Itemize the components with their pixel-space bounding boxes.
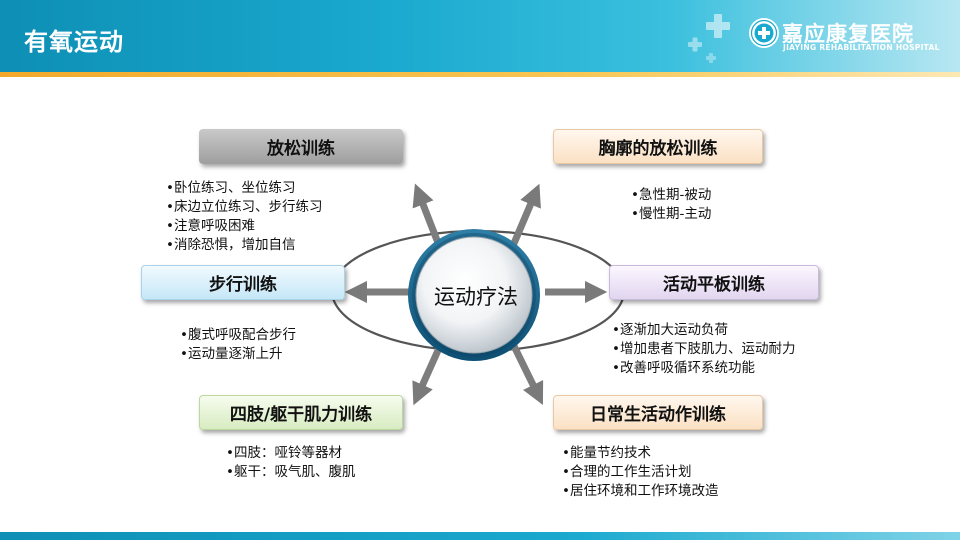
list-item: 慢性期-主动 [631, 205, 711, 224]
header-accent-line [0, 72, 960, 77]
list-item: 能量节约技术 [562, 444, 718, 463]
chest-training-bullets: 急性期-被动 慢性期-主动 [631, 186, 711, 224]
node-treadmill-training: 活动平板训练 [609, 265, 819, 300]
daily-training-bullets: 能量节约技术 合理的工作生活计划 居住环境和工作环境改造 [562, 444, 719, 501]
list-item: 腹式呼吸配合步行 [180, 326, 296, 345]
node-relax-training: 放松训练 [199, 129, 403, 164]
node-walking-training: 步行训练 [141, 265, 345, 300]
node-chest-relax-training: 胸廓的放松训练 [553, 129, 763, 164]
center-label: 运动疗法 [434, 285, 518, 309]
list-item: 居住环境和工作环境改造 [562, 482, 719, 501]
arrow-to-relax [412, 183, 444, 250]
walking-training-bullets: 腹式呼吸配合步行 运动量逐渐上升 [180, 326, 296, 364]
relax-training-bullets: 卧位练习、坐位练习 床边立位练习、步行练习 注意呼吸困难 消除恐惧，增加自信 [166, 179, 323, 255]
arrow-to-daily [510, 344, 544, 406]
arrow-to-chest [508, 183, 541, 250]
center-sphere [415, 236, 533, 354]
node-limb-trunk-strength-training: 四肢/躯干肌力训练 [199, 395, 403, 430]
list-item: 床边立位练习、步行练习 [166, 198, 323, 217]
list-item: 运动量逐渐上升 [180, 345, 296, 364]
treadmill-training-bullets: 逐渐加大运动负荷 增加患者下肢肌力、运动耐力 改善呼吸循环系统功能 [612, 321, 796, 378]
list-item: 合理的工作生活计划 [562, 463, 718, 482]
hospital-english-name: JIAYING REHABILITATION HOSPITAL [783, 43, 940, 52]
list-item: 逐渐加大运动负荷 [612, 321, 795, 340]
limb-training-bullets: 四肢：哑铃等器材 躯干：吸气肌、腹肌 [226, 444, 356, 482]
list-item: 改善呼吸循环系统功能 [612, 359, 795, 378]
hospital-name: 嘉应康复医院 [782, 22, 914, 46]
hospital-logo-icon [749, 18, 779, 48]
medical-cross-decoration-icon [688, 14, 730, 63]
list-item: 急性期-被动 [631, 186, 711, 205]
footer-band [0, 532, 960, 540]
list-item: 躯干：吸气肌、腹肌 [226, 463, 356, 482]
list-item: 消除恐惧，增加自信 [166, 236, 322, 255]
list-item: 注意呼吸困难 [166, 217, 322, 236]
node-daily-living-training: 日常生活动作训练 [553, 395, 763, 430]
list-item: 卧位练习、坐位练习 [166, 179, 322, 198]
list-item: 增加患者下肢肌力、运动耐力 [612, 340, 796, 359]
hospital-brand: 嘉应康复医院 JIAYING REHABILITATION HOSPITAL [686, 6, 956, 68]
header-band [0, 0, 960, 72]
page-title: 有氧运动 [24, 28, 124, 56]
list-item: 四肢：哑铃等器材 [226, 444, 355, 463]
arrow-to-limb [412, 344, 444, 406]
